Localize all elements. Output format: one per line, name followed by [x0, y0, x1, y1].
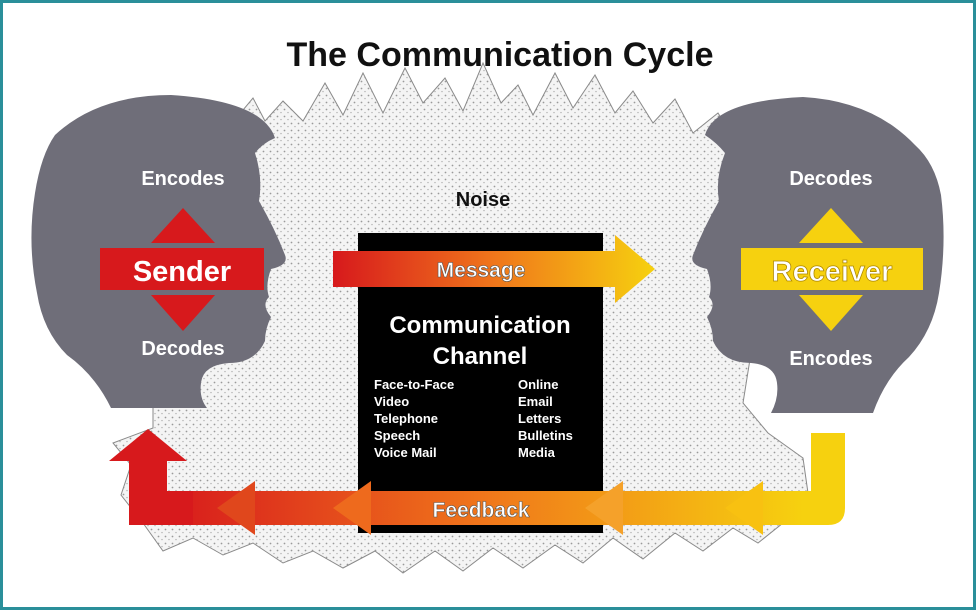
- receiver-down-arrow: [799, 295, 863, 331]
- channel-item: Speech: [374, 428, 420, 443]
- receiver-encodes-label: Encodes: [789, 348, 872, 370]
- diagram-title: The Communication Cycle: [287, 36, 714, 74]
- sender-label: Sender: [133, 256, 231, 288]
- channel-item: Bulletins: [518, 428, 573, 443]
- channel-item: Email: [518, 394, 553, 409]
- channel-title-line2: Channel: [433, 343, 528, 370]
- sender-decodes-label: Decodes: [141, 338, 224, 360]
- channel-item: Telephone: [374, 411, 438, 426]
- receiver-decodes-label: Decodes: [789, 168, 872, 190]
- channel-item: Face-to-Face: [374, 377, 454, 392]
- channel-left-list: Face-to-Face Video Telephone Speech Voic…: [374, 377, 454, 460]
- sender-up-arrow: [151, 208, 215, 243]
- channel-item: Online: [518, 377, 558, 392]
- sender-label-box: [100, 248, 264, 290]
- channel-item: Media: [518, 445, 556, 460]
- message-arrow: [333, 235, 655, 303]
- feedback-label: Feedback: [433, 499, 530, 522]
- channel-right-list: Online Email Letters Bulletins Media: [518, 377, 573, 460]
- channel-item: Video: [374, 394, 409, 409]
- sender-down-arrow: [151, 295, 215, 331]
- noise-label: Noise: [456, 189, 510, 211]
- channel-title-line1: Communication: [389, 312, 570, 339]
- feedback-arrow: [109, 429, 845, 535]
- channel-item: Letters: [518, 411, 561, 426]
- channel-item: Voice Mail: [374, 445, 437, 460]
- sender-encodes-label: Encodes: [141, 168, 224, 190]
- message-label: Message: [437, 259, 526, 282]
- receiver-up-arrow: [799, 208, 863, 243]
- communication-cycle-diagram: The Communication Cycle Noise Encodes Se…: [31, 36, 944, 574]
- receiver-label-box: [741, 248, 923, 290]
- receiver-label: Receiver: [772, 256, 893, 288]
